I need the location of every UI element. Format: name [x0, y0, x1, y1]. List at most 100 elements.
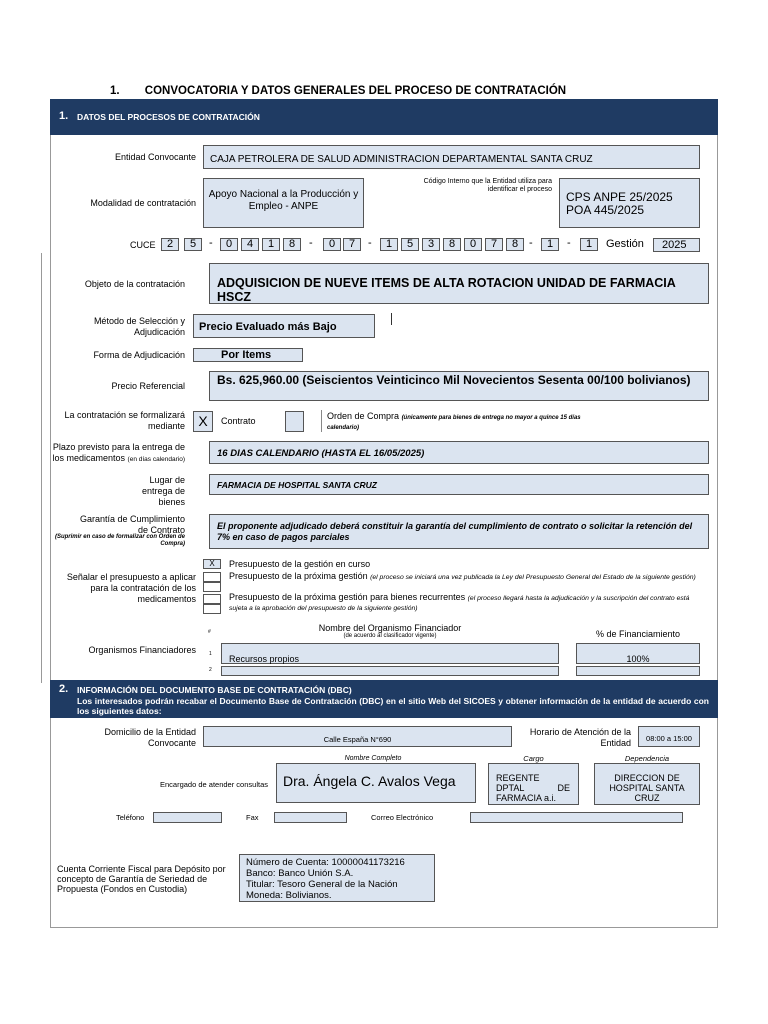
- fax-label: Fax: [246, 813, 259, 822]
- presupuesto-checkbox-1[interactable]: X: [203, 559, 221, 569]
- cuce-digit: 7: [343, 238, 361, 251]
- encargado-nombre-field: Dra. Ángela C. Avalos Vega: [276, 763, 476, 803]
- cuce-digit: 8: [506, 238, 524, 251]
- plazo-label-block: Plazo previsto para la entrega de los me…: [40, 442, 185, 465]
- gestion-value: 2025: [662, 239, 687, 251]
- correo-field[interactable]: [470, 812, 683, 823]
- orden-checkbox[interactable]: [285, 411, 304, 432]
- presupuesto-option-3-block: Presupuesto de la próxima gestión para b…: [229, 593, 699, 613]
- cuce-dash: -: [209, 237, 213, 249]
- org-row-name: Recursos propios: [221, 643, 559, 664]
- contrato-checkbox[interactable]: X: [193, 411, 213, 432]
- forma-value: Por Items: [221, 349, 272, 361]
- organismos-label: Organismos Financiadores: [88, 645, 196, 655]
- org-row-name: [221, 666, 559, 676]
- cuce-digit: 1: [541, 238, 559, 251]
- cuenta-label: Cuenta Corriente Fiscal para Depósito po…: [57, 864, 226, 894]
- section2-number: 2.: [59, 683, 69, 695]
- encargado-cargo-field: REGENTE DPTAL DE FARMACIA a.i.: [488, 763, 579, 805]
- presupuesto-option-2: Presupuesto de la próxima gestión: [229, 571, 368, 581]
- metodo-label: Método de Selección y Adjudicación: [93, 316, 185, 337]
- modalidad-field: Apoyo Nacional a la Producción y Empleo …: [203, 178, 364, 228]
- org-row-pct: [576, 666, 700, 676]
- entidad-field: CAJA PETROLERA DE SALUD ADMINISTRACION D…: [203, 145, 700, 169]
- section1-header: 1. DATOS DEL PROCESOS DE CONTRATACIÓN: [50, 99, 718, 135]
- cuce-dash: -: [529, 237, 533, 249]
- telefono-field[interactable]: [153, 812, 222, 823]
- org-row-pct-value: 100%: [626, 654, 650, 664]
- orden-label-block: Orden de Compra (únicamente para bienes …: [327, 412, 607, 432]
- cuce-digit: 0: [220, 238, 238, 251]
- encargado-dependencia: DIRECCION DE HOSPITAL SANTA CRUZ: [609, 773, 685, 803]
- presupuesto-option-2-block: Presupuesto de la próxima gestión (el pr…: [229, 572, 699, 582]
- modalidad-label: Modalidad de contratación: [90, 198, 196, 208]
- cuce-dash: -: [368, 237, 372, 249]
- col-cargo: Cargo: [523, 754, 544, 763]
- presupuesto-checkbox-3[interactable]: [203, 594, 221, 604]
- domicilio-field: Calle España N°690: [203, 726, 512, 747]
- forma-field: Por Items: [193, 348, 303, 362]
- garantia-note: (Suprimir en caso de formalizar con Orde…: [54, 534, 185, 547]
- heading-number: 1.: [110, 85, 120, 97]
- domicilio-value: Calle España N°690: [323, 735, 392, 744]
- forma-label: Forma de Adjudicación: [93, 350, 185, 360]
- org-row-num: 1: [209, 651, 212, 657]
- cuce-digit: 0: [323, 238, 341, 251]
- cuenta-line: Moneda: Bolivianos.: [246, 890, 332, 901]
- entidad-value: CAJA PETROLERA DE SALUD ADMINISTRACION D…: [210, 154, 593, 165]
- codigo-value-1: CPS ANPE 25/2025: [566, 190, 673, 204]
- precio-field: Bs. 625,960.00 (Seiscientos Veinticinco …: [209, 371, 709, 401]
- fax-field[interactable]: [274, 812, 347, 823]
- cuce-digit: 1: [262, 238, 280, 251]
- encargado-dependencia-field: DIRECCION DE HOSPITAL SANTA CRUZ: [594, 763, 700, 805]
- cuce-dash: -: [567, 237, 571, 249]
- objeto-label: Objeto de la contratación: [84, 279, 185, 289]
- garantia-label: Garantía de Cumplimiento de Contrato: [79, 514, 185, 535]
- encargado-cargo: REGENTE DPTAL DE FARMACIA a.i.: [496, 773, 570, 803]
- horario-label: Horario de Atención de la Entidad: [529, 727, 631, 748]
- cuenta-line: Titular: Tesoro General de la Nación: [246, 879, 398, 890]
- codigo-label: Código Interno que la Entidad utiliza pa…: [423, 178, 552, 193]
- precio-label: Precio Referencial: [111, 381, 185, 391]
- col-dependencia: Dependencia: [624, 754, 670, 763]
- presupuesto-checkbox-2[interactable]: [203, 572, 221, 582]
- cuce-digit: 1: [580, 238, 598, 251]
- plazo-label: Plazo previsto para la entrega de los me…: [52, 442, 185, 463]
- contrato-label: Contrato: [221, 416, 256, 426]
- gestion-label: Gestión: [606, 238, 644, 250]
- entidad-label: Entidad Convocante: [114, 152, 196, 162]
- text-cursor: [391, 313, 392, 325]
- plazo-note: (en días calendario): [127, 456, 185, 463]
- cuce-dash: -: [309, 237, 313, 249]
- cuce-digit: 3: [422, 238, 440, 251]
- cuce-digit: 8: [443, 238, 461, 251]
- telefono-label: Teléfono: [116, 813, 145, 822]
- cuenta-line: Número de Cuenta: 10000041173216: [246, 857, 405, 868]
- modalidad-value: Apoyo Nacional a la Producción y Empleo …: [208, 189, 359, 212]
- codigo-field: CPS ANPE 25/2025 POA 445/2025: [559, 178, 700, 228]
- left-rule: [41, 253, 42, 683]
- orden-divider: [321, 410, 322, 432]
- org-col-name-note: (de acuerdo al clasificador vigente): [343, 633, 437, 639]
- lugar-value: FARMACIA DE HOSPITAL SANTA CRUZ: [217, 480, 377, 490]
- lugar-field: FARMACIA DE HOSPITAL SANTA CRUZ: [209, 474, 709, 495]
- cuenta-line: Banco: Banco Unión S.A.: [246, 868, 354, 879]
- cuce-digit: 5: [184, 238, 202, 251]
- cuce-digit: 2: [161, 238, 179, 251]
- cuce-digit: 1: [380, 238, 398, 251]
- objeto-field: ADQUISICION DE NUEVE ITEMS DE ALTA ROTAC…: [209, 263, 709, 304]
- section2-subtitle: Los interesados podrán recabar el Docume…: [77, 696, 709, 716]
- plazo-field: 16 DIAS CALENDARIO (HASTA EL 16/05/2025): [209, 441, 709, 464]
- formaliza-label: La contratación se formalizará mediante: [64, 410, 185, 431]
- garantia-value: El proponente adjudicado deberá constitu…: [217, 521, 693, 542]
- section1-number: 1.: [59, 110, 69, 122]
- orden-note: (únicamente para bienes de entrega no ma…: [327, 415, 581, 431]
- contrato-mark: X: [198, 413, 208, 429]
- cuce-digit: 7: [485, 238, 503, 251]
- org-col-num: #: [208, 629, 211, 635]
- org-row-num: 2: [209, 667, 212, 673]
- section2-title: INFORMACIÓN DEL DOCUMENTO BASE DE CONTRA…: [77, 685, 352, 695]
- org-col-pct: % de Financiamiento: [595, 629, 681, 639]
- presupuesto-option-3: Presupuesto de la próxima gestión para b…: [229, 592, 466, 602]
- presupuesto-mark-1: X: [209, 559, 215, 568]
